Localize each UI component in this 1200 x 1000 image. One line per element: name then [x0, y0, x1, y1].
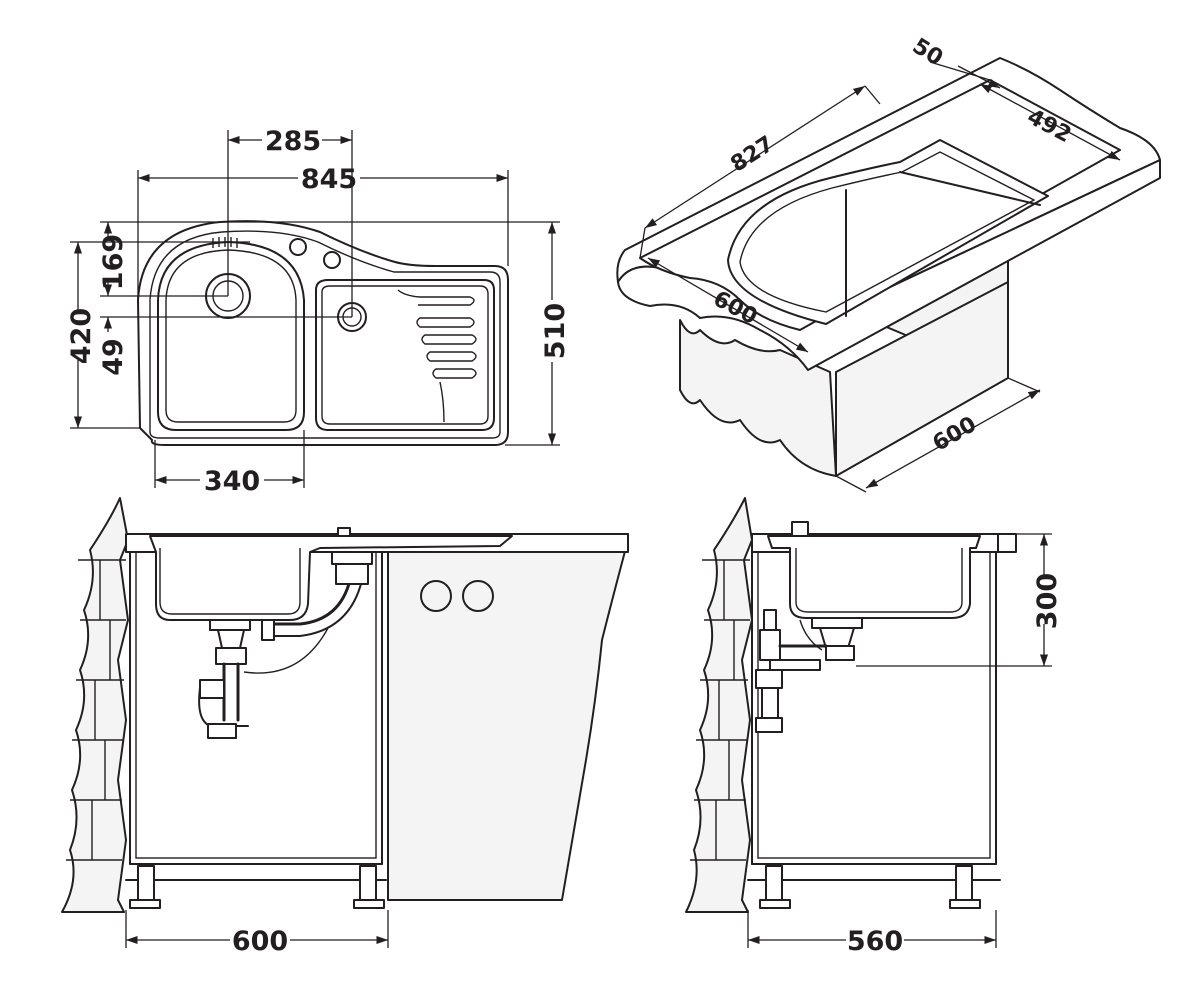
- sink-outline: [137, 220, 509, 446]
- front-view: 600: [61, 497, 629, 957]
- side-leg-right: [955, 865, 973, 903]
- dim-169: 169: [98, 234, 129, 290]
- plan-view: 285 845 169 420 49 510 340: [66, 126, 571, 497]
- dim-49: 49: [98, 338, 129, 376]
- dim-845: 845: [301, 164, 357, 195]
- tap-hole-1: [289, 238, 307, 256]
- iso-view: 50 827 492 600 600: [616, 34, 1161, 493]
- left-bowl: [157, 241, 305, 431]
- side-leg-left: [765, 865, 783, 903]
- tap-hole-2: [323, 251, 341, 269]
- dim-340: 340: [204, 466, 260, 497]
- side-dim-560: 560: [847, 926, 903, 957]
- side-view: 300 560: [685, 497, 1063, 957]
- front-leg-left: [137, 865, 155, 903]
- drainer-grooves: [397, 289, 477, 423]
- front-dim-600: 600: [232, 926, 288, 957]
- dim-510: 510: [540, 303, 571, 359]
- front-hole-2: [462, 580, 494, 612]
- side-sink-bowl: [767, 535, 981, 619]
- dim-285: 285: [265, 126, 321, 157]
- front-side-panel: [387, 539, 629, 901]
- front-sink-bowl: [149, 535, 513, 621]
- front-hole-1: [420, 580, 452, 612]
- front-leg-right: [359, 865, 377, 903]
- side-dim-300: 300: [1032, 573, 1063, 629]
- side-bricks: [690, 559, 750, 861]
- front-bricks: [66, 559, 126, 861]
- right-bowl: [315, 279, 495, 431]
- dim-420: 420: [66, 308, 97, 364]
